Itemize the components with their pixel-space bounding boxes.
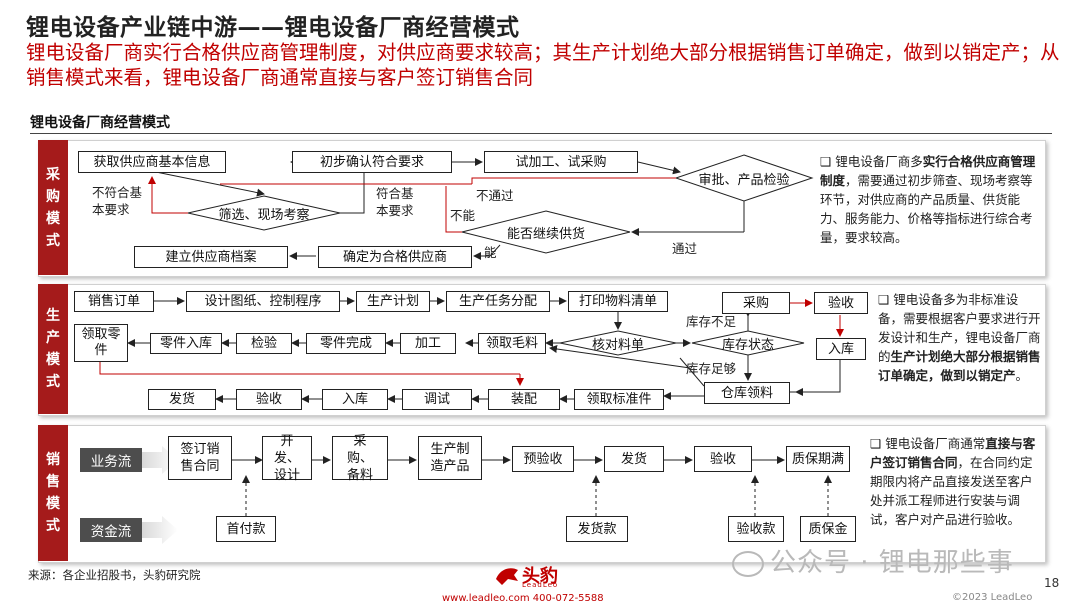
source-note: 来源：各企业招股书，头豹研究院 [28,568,201,582]
get-std-box: 领取标准件 [574,389,664,410]
sales-sidebar: 销售模式 [38,425,68,561]
not-meet-label: 不符合基本要求 [92,185,143,217]
accept-box: 验收 [694,446,752,472]
sales-note: ❑ 锂电设备厂商通常直接与客户签订销售合同，在合同约定期限内将产品直接发送至客户… [870,436,1036,527]
get-supplier-info-box: 获取供应商基本信息 [78,151,226,173]
stock-short-label: 库存不足 [686,314,737,329]
review-diamond-label: 审批、产品检验 [698,172,790,188]
continue-diamond [461,210,631,254]
debug-box: 调试 [402,389,472,410]
sales-order-box: 销售订单 [74,291,154,312]
screen-diamond-label: 筛选、现场考察 [218,207,310,223]
procurement-note: ❑ 锂电设备厂商多实行合格供应商管理制度，需要通过初步筛查、现场考察等环节，对供… [820,154,1036,245]
stock-ok-label: 库存足够 [686,361,737,376]
page-number: 18 [1044,576,1060,590]
store-in-bottom-box: 入库 [322,389,388,410]
warehouse-box: 仓库领料 [704,382,790,404]
page-title: 锂电设备产业链中游——锂电设备厂商经营模式 [26,15,520,41]
accept-pay-box: 验收款 [728,516,784,542]
meet-label: 符合基本要求 [376,186,414,218]
design-box: 设计图纸、控制程序 [186,291,340,312]
bullet-icon: ❑ [870,436,886,451]
parts-in-box: 零件入库 [150,333,222,354]
bullet-icon: ❑ [820,154,836,169]
procurement-sidebar: 采购模式 [38,140,68,275]
procurement-sidebar-label: 采购模式 [46,166,60,249]
fail-label: 不通过 [476,188,514,203]
contract-box: 签订销售合同 [168,436,232,480]
bom-box: 打印物料清单 [568,291,668,312]
dev-design-box: 开发、设计 [262,434,312,483]
trial-purchase-box: 试加工、试采购 [484,151,638,173]
can-label: 能 [484,245,497,260]
warranty-box: 质保期满 [786,446,850,472]
wechat-icon [732,550,764,577]
leopard-logo-icon [496,568,518,585]
check-material-label: 核对料单 [591,338,644,353]
production-sidebar-label: 生产模式 [46,308,60,390]
store-in-right-box: 入库 [816,338,866,360]
stock-status-label: 库存状态 [721,338,774,353]
check-material-diamond [559,330,677,356]
divider [30,133,1052,134]
get-parts-box: 领取零件 [74,324,128,362]
accept-bottom-box: 验收 [236,389,302,410]
sales-sidebar-label: 销售模式 [46,452,60,534]
warranty-pay-box: 质保金 [800,516,856,542]
process-box: 加工 [400,333,456,354]
first-pay-box: 首付款 [216,516,276,542]
screen-diamond [187,195,341,231]
section-heading: 锂电设备厂商经营模式 [30,115,170,131]
production-note: ❑ 锂电设备多为非标准设备，需要根据客户要求进行开发设计和生产，锂电设备厂商的生… [878,292,1041,383]
production-sidebar: 生产模式 [38,284,68,414]
pass-label: 通过 [672,241,698,256]
parts-done-box: 零件完成 [306,333,386,354]
brand-logo: 头豹 [522,566,558,587]
contact-info: www.leadleo.com 400-072-5588 [442,593,604,604]
cannot-label: 不能 [450,208,476,223]
manufacture-box: 生产制造产品 [418,436,482,480]
business-flow-tag: 业务流 [80,448,142,472]
supplier-archive-box: 建立供应商档案 [134,246,288,268]
production-plan-box: 生产计划 [356,291,430,312]
accept-top-box: 验收 [814,292,868,314]
brand-logo-sub: LeadLeo [522,581,559,589]
ship-box: 发货 [148,389,216,410]
copyright: ©2023 LeadLeo [952,592,1033,603]
task-assign-box: 生产任务分配 [446,291,550,312]
deliver-pay-box: 发货款 [566,516,628,542]
inspect-box: 检验 [236,333,292,354]
cash-flow-tag: 资金流 [80,518,142,542]
qualified-supplier-box: 确定为合格供应商 [318,246,472,268]
cash-flow-band [142,516,178,544]
assemble-box: 装配 [488,389,560,410]
get-blank-box: 领取毛料 [478,333,546,354]
bullet-icon: ❑ [878,292,894,307]
deliver-box: 发货 [604,446,664,472]
continue-diamond-label: 能否继续供货 [506,226,585,242]
pre-accept-box: 预验收 [512,446,574,472]
purchase-box: 采购 [722,292,790,314]
confirm-requirement-box: 初步确认符合要求 [292,151,452,173]
page-subtitle: 锂电设备厂商实行合格供应商管理制度，对供应商要求较高；其生产计划绝大部分根据销售… [26,41,1060,89]
watermark: 公众号 · 锂电那些事 [732,542,1014,579]
purchase-prep-box: 采购、备料 [332,434,388,483]
